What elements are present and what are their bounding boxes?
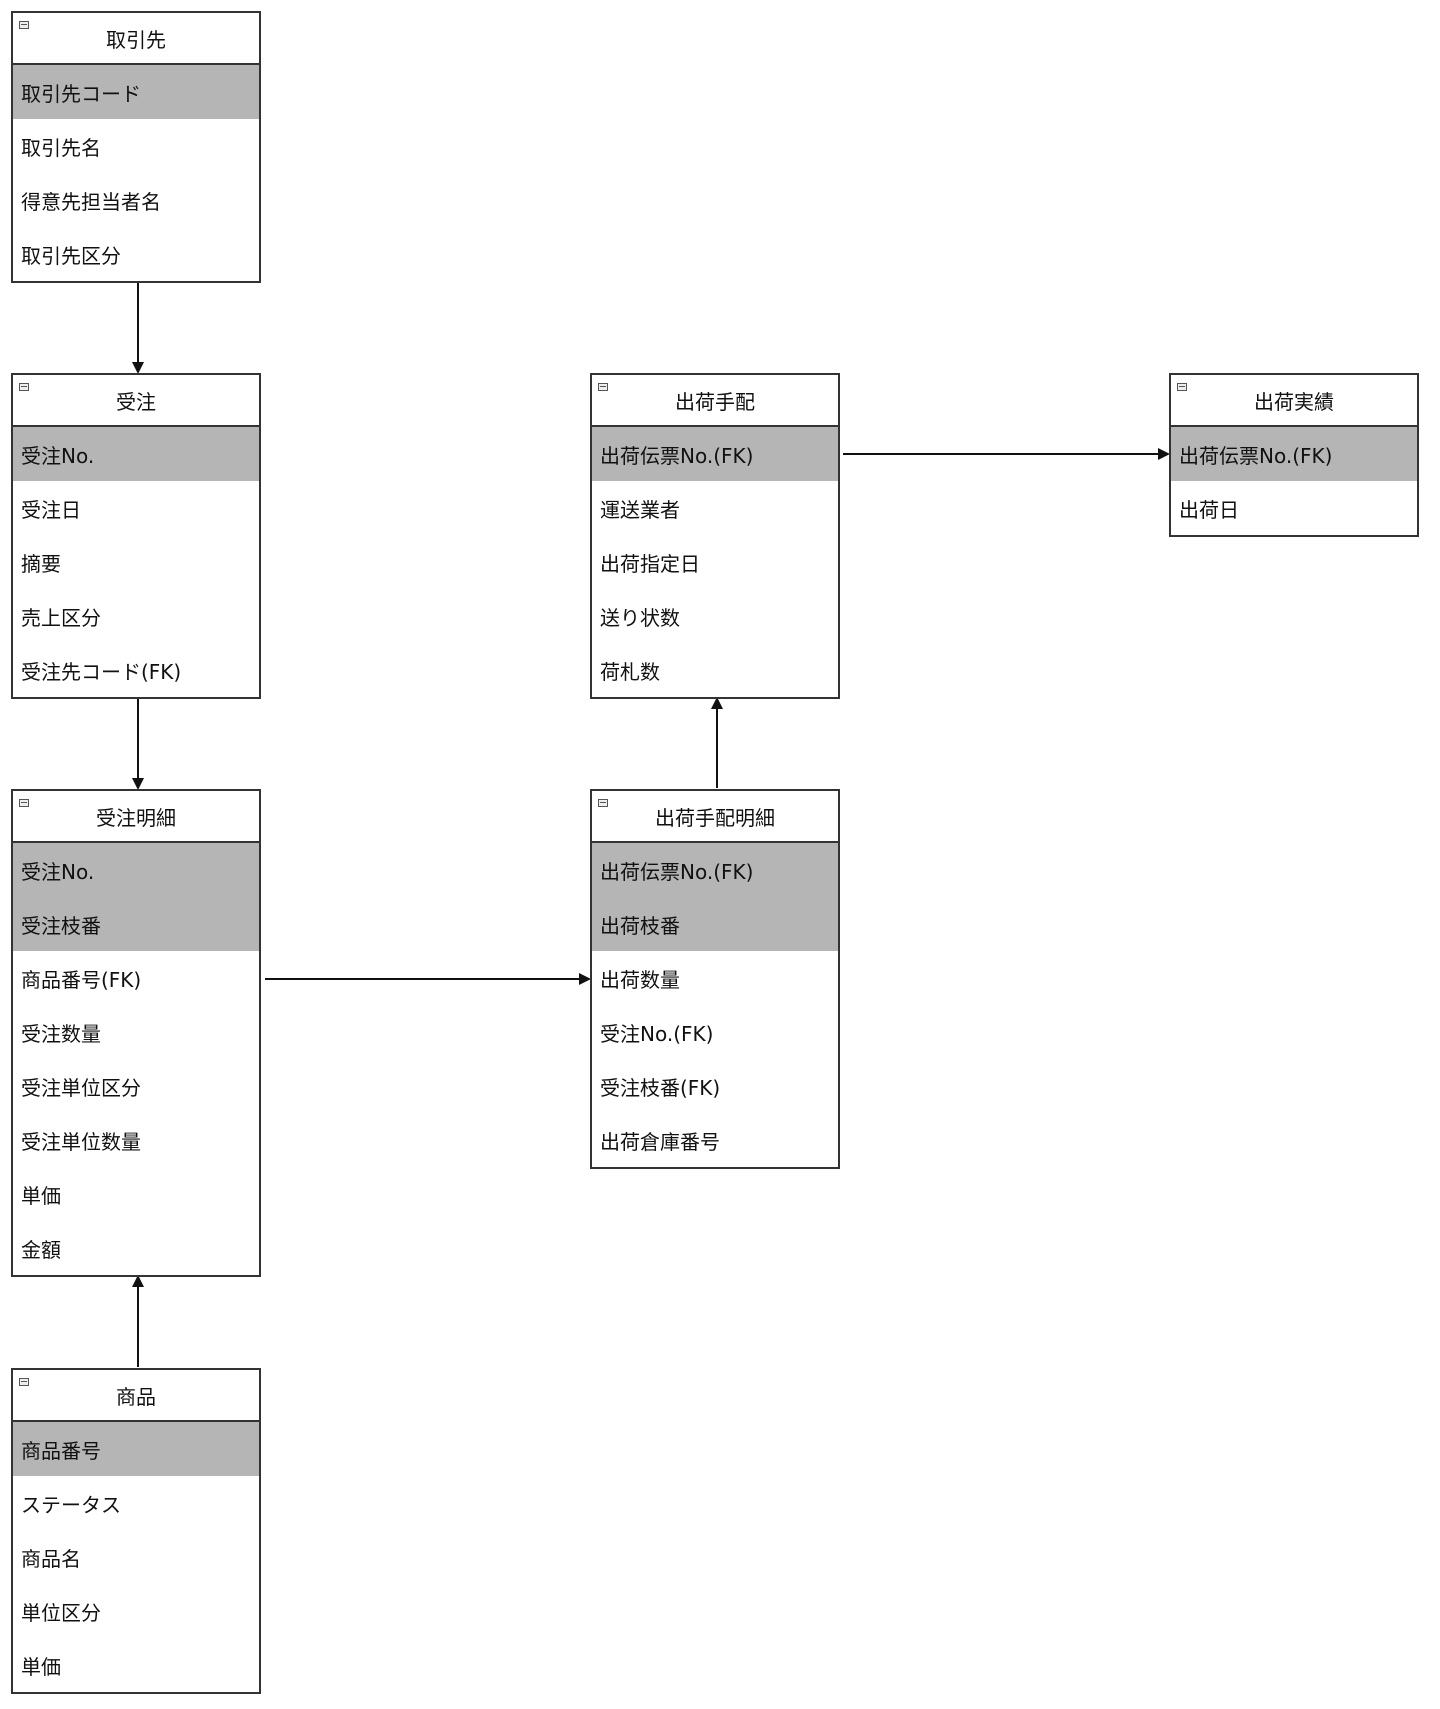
entity-key-attribute[interactable]: 受注枝番 — [13, 897, 259, 951]
attribute-label: 商品名 — [21, 1546, 81, 1571]
attribute-label: 出荷日 — [1179, 497, 1239, 522]
attribute-label: 出荷枝番 — [600, 913, 680, 938]
attribute-label: 出荷指定日 — [600, 551, 700, 576]
attribute-label: 出荷伝票No.(FK) — [600, 859, 754, 884]
collapse-minus-icon[interactable] — [19, 383, 29, 391]
entity-key-attribute[interactable]: 商品番号 — [13, 1422, 259, 1476]
entity-shohin[interactable]: 商品商品番号ステータス商品名単位区分単価 — [11, 1368, 261, 1694]
entity-header[interactable]: 受注明細 — [13, 791, 259, 843]
attribute-label: 荷札数 — [600, 659, 660, 684]
attribute-label: 受注枝番(FK) — [600, 1075, 721, 1100]
entity-title: 出荷手配明細 — [655, 805, 775, 830]
attribute-label: 受注No. — [21, 443, 95, 468]
entity-attribute[interactable]: 売上区分 — [13, 589, 259, 643]
entity-attribute[interactable]: 受注No.(FK) — [592, 1005, 838, 1059]
entity-attribute[interactable]: 摘要 — [13, 535, 259, 589]
collapse-minus-icon[interactable] — [1177, 383, 1187, 391]
attribute-label: 受注単位区分 — [21, 1075, 141, 1100]
entity-title: 出荷手配 — [675, 389, 755, 414]
entity-attribute[interactable]: 取引先区分 — [13, 227, 259, 281]
attribute-label: 出荷数量 — [600, 967, 680, 992]
attribute-label: 出荷倉庫番号 — [600, 1129, 720, 1154]
entity-key-attribute[interactable]: 出荷伝票No.(FK) — [1171, 427, 1417, 481]
attribute-label: 受注数量 — [21, 1021, 101, 1046]
entity-attribute[interactable]: 得意先担当者名 — [13, 173, 259, 227]
attribute-label: 商品番号 — [21, 1438, 101, 1463]
entity-attribute[interactable]: 単価 — [13, 1167, 259, 1221]
entity-attribute[interactable]: 出荷倉庫番号 — [592, 1113, 838, 1167]
entity-attribute[interactable]: 金額 — [13, 1221, 259, 1275]
attribute-label: 金額 — [21, 1237, 61, 1262]
attribute-label: 出荷伝票No.(FK) — [600, 443, 754, 468]
entity-header[interactable]: 取引先 — [13, 13, 259, 65]
collapse-minus-icon[interactable] — [19, 799, 29, 807]
entity-attribute[interactable]: 受注枝番(FK) — [592, 1059, 838, 1113]
attribute-label: 受注枝番 — [21, 913, 101, 938]
entity-header[interactable]: 受注 — [13, 375, 259, 427]
entity-attribute[interactable]: 単価 — [13, 1638, 259, 1692]
entity-title: 受注明細 — [96, 805, 176, 830]
attribute-label: 受注No.(FK) — [600, 1021, 714, 1046]
entity-key-attribute[interactable]: 出荷枝番 — [592, 897, 838, 951]
attribute-label: 運送業者 — [600, 497, 680, 522]
entity-key-attribute[interactable]: 受注No. — [13, 427, 259, 481]
attribute-label: 受注日 — [21, 497, 81, 522]
attribute-label: 送り状数 — [600, 605, 680, 630]
attribute-label: 単価 — [21, 1654, 61, 1679]
entity-key-attribute[interactable]: 出荷伝票No.(FK) — [592, 427, 838, 481]
attribute-label: 取引先コード — [21, 81, 141, 106]
attribute-label: 摘要 — [21, 551, 61, 576]
attribute-label: 単価 — [21, 1183, 61, 1208]
entity-attribute[interactable]: 受注単位区分 — [13, 1059, 259, 1113]
entity-attribute[interactable]: 出荷日 — [1171, 481, 1417, 535]
attribute-label: 単位区分 — [21, 1600, 101, 1625]
entity-attribute[interactable]: 運送業者 — [592, 481, 838, 535]
entity-header[interactable]: 出荷手配明細 — [592, 791, 838, 843]
attribute-label: 取引先区分 — [21, 243, 121, 268]
collapse-minus-icon[interactable] — [598, 383, 608, 391]
entity-attribute[interactable]: 商品名 — [13, 1530, 259, 1584]
entity-shukka-tehai-meisai[interactable]: 出荷手配明細出荷伝票No.(FK) 出荷枝番出荷数量受注No.(FK) 受注枝番(F… — [590, 789, 840, 1169]
entity-attribute[interactable]: 受注数量 — [13, 1005, 259, 1059]
attribute-label: 取引先名 — [21, 135, 101, 160]
entity-juchu[interactable]: 受注受注No. 受注日摘要売上区分受注先コード(FK) — [11, 373, 261, 699]
entity-title: 取引先 — [106, 27, 166, 52]
entity-key-attribute[interactable]: 取引先コード — [13, 65, 259, 119]
entity-attribute[interactable]: 荷札数 — [592, 643, 838, 697]
attribute-label: 商品番号(FK) — [21, 967, 142, 992]
attribute-label: 得意先担当者名 — [21, 189, 161, 214]
attribute-label: 出荷伝票No.(FK) — [1179, 443, 1333, 468]
entity-attribute[interactable]: 送り状数 — [592, 589, 838, 643]
collapse-minus-icon[interactable] — [19, 21, 29, 29]
attribute-label: 売上区分 — [21, 605, 101, 630]
entity-title: 出荷実績 — [1254, 389, 1334, 414]
attribute-label: 受注先コード(FK) — [21, 659, 182, 684]
attribute-label: ステータス — [21, 1492, 121, 1517]
entity-header[interactable]: 出荷実績 — [1171, 375, 1417, 427]
entity-attribute[interactable]: ステータス — [13, 1476, 259, 1530]
entity-key-attribute[interactable]: 受注No. — [13, 843, 259, 897]
entity-attribute[interactable]: 単位区分 — [13, 1584, 259, 1638]
entity-header[interactable]: 出荷手配 — [592, 375, 838, 427]
entity-attribute[interactable]: 出荷数量 — [592, 951, 838, 1005]
entity-shukka-jisseki[interactable]: 出荷実績出荷伝票No.(FK) 出荷日 — [1169, 373, 1419, 537]
entity-shukka-tehai[interactable]: 出荷手配出荷伝票No.(FK) 運送業者出荷指定日送り状数荷札数 — [590, 373, 840, 699]
entity-header[interactable]: 商品 — [13, 1370, 259, 1422]
attribute-label: 受注No. — [21, 859, 95, 884]
entity-attribute[interactable]: 受注先コード(FK) — [13, 643, 259, 697]
collapse-minus-icon[interactable] — [598, 799, 608, 807]
entity-juchu-meisai[interactable]: 受注明細受注No. 受注枝番商品番号(FK) 受注数量受注単位区分受注単位数量単価金… — [11, 789, 261, 1277]
entity-title: 受注 — [116, 389, 156, 414]
entity-attribute[interactable]: 受注日 — [13, 481, 259, 535]
entity-attribute[interactable]: 出荷指定日 — [592, 535, 838, 589]
entity-key-attribute[interactable]: 出荷伝票No.(FK) — [592, 843, 838, 897]
attribute-label: 受注単位数量 — [21, 1129, 141, 1154]
collapse-minus-icon[interactable] — [19, 1378, 29, 1386]
entity-attribute[interactable]: 商品番号(FK) — [13, 951, 259, 1005]
entity-attribute[interactable]: 受注単位数量 — [13, 1113, 259, 1167]
entity-attribute[interactable]: 取引先名 — [13, 119, 259, 173]
entity-torihikisaki[interactable]: 取引先取引先コード取引先名得意先担当者名取引先区分 — [11, 11, 261, 283]
entity-title: 商品 — [116, 1384, 156, 1409]
